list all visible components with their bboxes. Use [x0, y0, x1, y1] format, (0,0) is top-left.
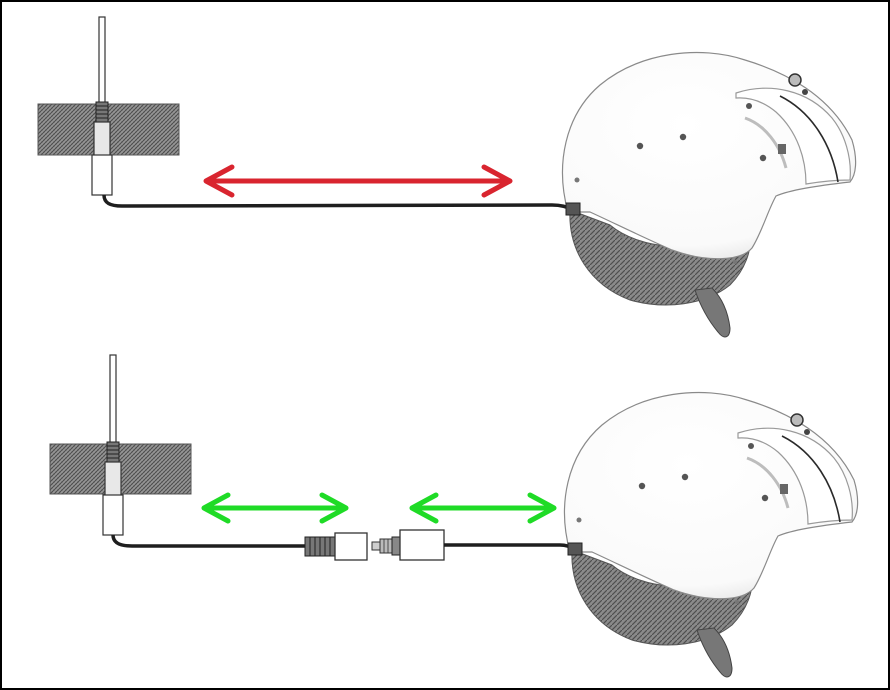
plug-connector-icon — [304, 532, 368, 561]
bottom-panel — [49, 354, 860, 679]
cable — [111, 534, 305, 548]
cable — [102, 194, 574, 212]
double-arrow-icon — [203, 164, 513, 198]
double-arrow-icon — [409, 492, 557, 524]
double-arrow-icon — [201, 492, 349, 524]
jack-connector-icon — [91, 16, 113, 196]
plug-connector-icon — [371, 529, 445, 561]
cable — [444, 543, 578, 552]
helmet-icon — [561, 50, 858, 339]
top-panel — [37, 16, 858, 339]
helmet-icon — [563, 390, 860, 679]
